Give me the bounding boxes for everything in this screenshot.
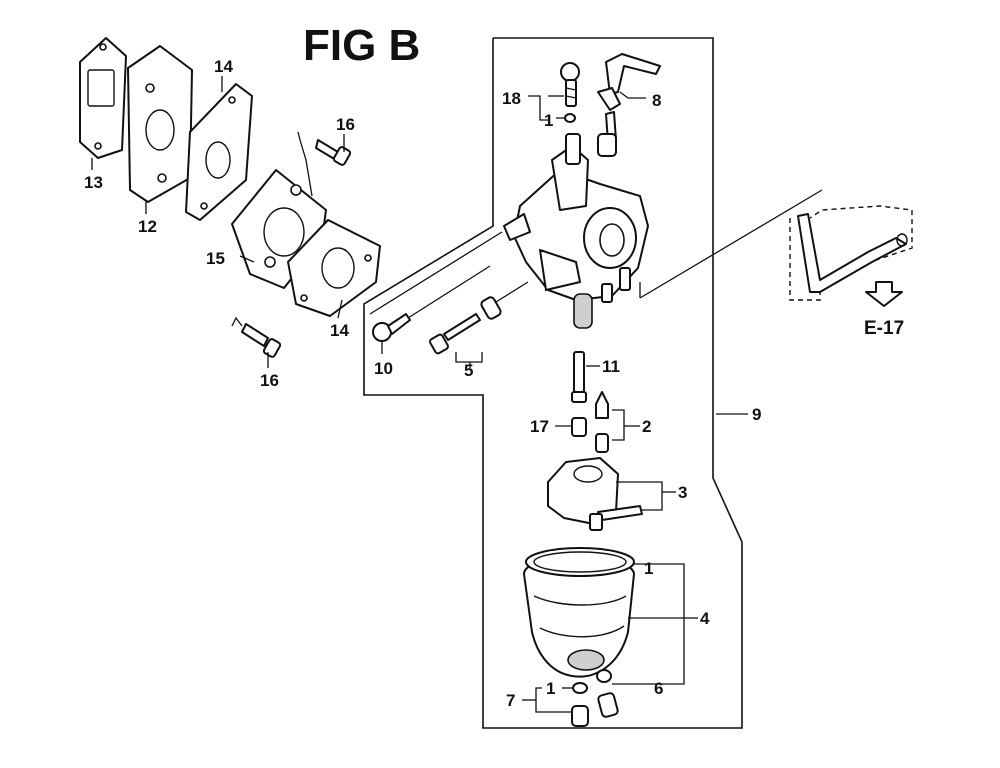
drain-screw-10 (372, 313, 411, 342)
callout-7: 7 (506, 691, 515, 710)
choke-lever-8 (597, 53, 661, 157)
breather-tube (789, 205, 913, 301)
pilot-screw-18 (560, 62, 580, 107)
leader-drain-to-body (407, 265, 491, 319)
carburetor-body (503, 133, 649, 329)
callout-18: 18 (502, 89, 521, 108)
callout-5: 5 (464, 361, 473, 380)
callout-14-upper: 14 (214, 57, 233, 76)
callout-16-lower: 16 (260, 371, 279, 390)
callout-17: 17 (530, 417, 549, 436)
bowl-bolt-7 (571, 705, 589, 727)
callout-3: 3 (678, 483, 687, 502)
callout-15: 15 (206, 249, 225, 268)
reference-arrow-icon (865, 281, 903, 307)
gasket-13 (79, 37, 127, 159)
leader-to-tube (639, 189, 823, 299)
drain-screw-6 (596, 669, 619, 718)
float-3 (547, 457, 643, 531)
leader-drain-screw (369, 231, 503, 315)
bowl-washer-1 (572, 682, 588, 694)
callout-1-top: 1 (544, 111, 553, 130)
insulator-12 (127, 45, 193, 203)
carburetor-assembly-boundary (363, 37, 743, 729)
figure-title: FIG B (303, 21, 420, 70)
callout-13: 13 (84, 173, 103, 192)
callout-11: 11 (602, 357, 620, 376)
callout-2: 2 (642, 417, 651, 436)
needle-jet-2 (595, 391, 609, 453)
callout-10: 10 (374, 359, 393, 378)
callout-6: 6 (654, 679, 663, 698)
callout-9: 9 (752, 405, 761, 424)
callout-12: 12 (138, 217, 157, 236)
callout-1-bottom: 1 (546, 679, 555, 698)
leader-throttle-screw (495, 281, 529, 303)
callout-8: 8 (652, 91, 661, 110)
leader-bolt-16-upper (297, 131, 313, 197)
leader-bolt-16-lower (231, 316, 243, 327)
main-nozzle-11 (571, 351, 587, 403)
throttle-screw-5 (429, 296, 502, 355)
gasket-14-upper (185, 83, 253, 221)
callout-14-lower: 14 (330, 321, 349, 340)
o-ring-1-top (564, 113, 576, 123)
bolt-16-upper (315, 139, 352, 166)
reference-e17: E-17 (864, 318, 904, 339)
bolt-16-lower (241, 323, 282, 358)
gasket-14-lower (287, 219, 381, 317)
bowl-gasket-1 (525, 547, 635, 577)
float-bowl-4 (523, 556, 635, 678)
main-jet-17 (571, 417, 587, 437)
callout-4: 4 (700, 609, 710, 628)
callout-1-bowl: 1 (644, 559, 653, 578)
callout-16-upper: 16 (336, 115, 355, 134)
